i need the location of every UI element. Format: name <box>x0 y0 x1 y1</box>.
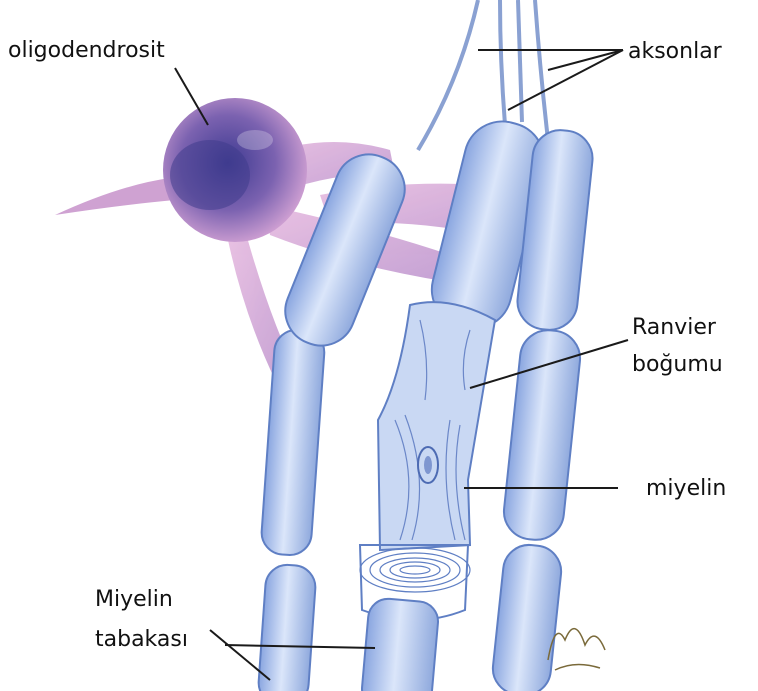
left-process <box>55 178 175 215</box>
label-oligodendrocyte: oligodendrosit <box>8 36 165 66</box>
label-node-line1: Ranvier <box>632 313 716 343</box>
label-node-line2: boğumu <box>632 350 723 380</box>
cutaway-myelin <box>360 302 495 620</box>
central-lower-segment <box>360 597 439 691</box>
left-fiber <box>257 329 326 691</box>
oligodendrocyte-soma <box>163 98 307 242</box>
label-myelin: miyelin <box>646 474 726 504</box>
label-sheath-line2: tabakası <box>95 625 188 655</box>
label-sheath-line1: Miyelin <box>95 585 173 615</box>
label-axons: aksonlar <box>628 37 722 67</box>
artist-signature <box>548 629 605 670</box>
